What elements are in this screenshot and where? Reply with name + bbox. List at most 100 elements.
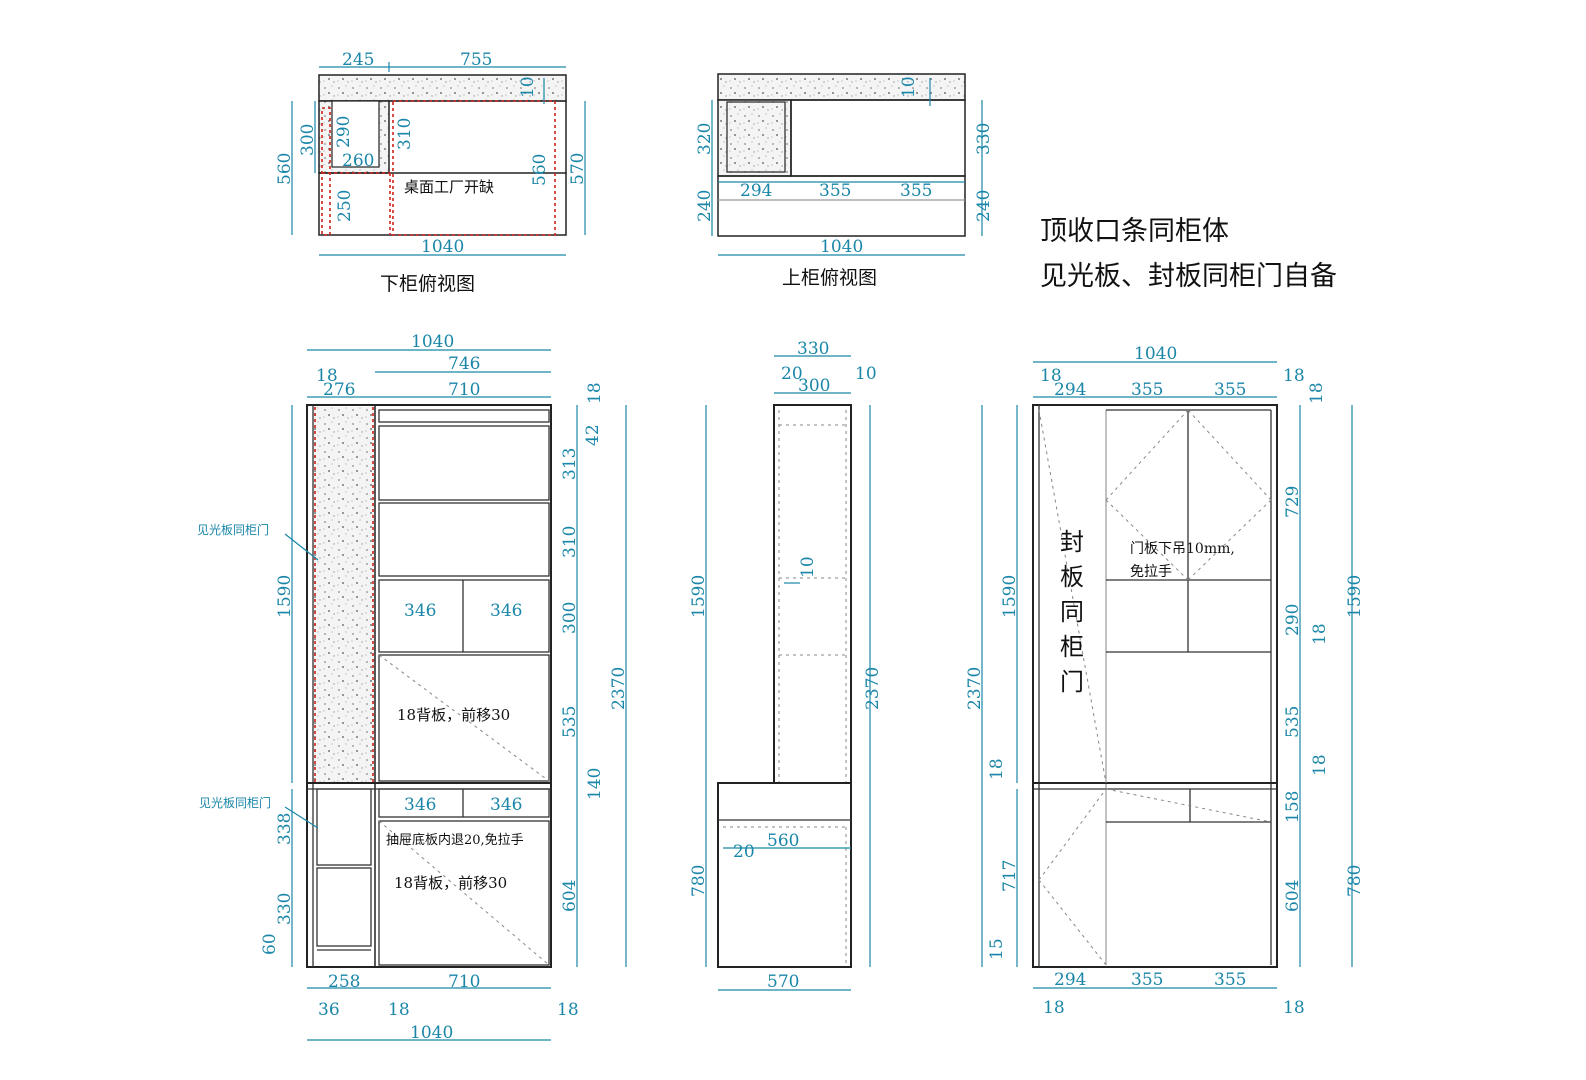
- fl-dim-60: 60: [260, 933, 280, 955]
- fr-door-note-1: 门板下吊10mm,: [1130, 541, 1235, 557]
- lower-plan-dim-570: 570: [568, 153, 588, 185]
- fr-dim-1040: 1040: [1134, 344, 1177, 364]
- upper-plan-dim-240-right: 240: [974, 190, 994, 222]
- upper-plan-dim-240-left: 240: [695, 190, 715, 222]
- upper-plan-dim-1040: 1040: [820, 237, 863, 257]
- fr-dim-158: 158: [1283, 791, 1303, 823]
- fl-dim-2370: 2370: [609, 667, 629, 710]
- fl-side-panel-label-2: 见光板同柜门: [199, 795, 271, 810]
- fl-dim-18-bottom-a: 18: [388, 1000, 410, 1020]
- side-elevation: 330 20 300 10 10 1590 780 2370 560 20 57…: [689, 339, 883, 992]
- upper-plan-dim-294: 294: [740, 181, 772, 201]
- upper-plan-dim-355a: 355: [819, 181, 851, 201]
- fr-dim-355a-top: 355: [1131, 380, 1163, 400]
- fl-dim-276: 276: [323, 380, 355, 400]
- front-elevation-left: 1040 746 18 276 710 18 42 313 310 300 53…: [197, 332, 629, 1043]
- lower-plan-dim-560-left: 560: [275, 153, 295, 185]
- upper-plan-title: 上柜俯视图: [782, 267, 877, 289]
- upper-plan-dim-320: 320: [695, 123, 715, 155]
- fl-dim-1590: 1590: [275, 575, 295, 618]
- lower-plan-dim-10: 10: [518, 76, 538, 98]
- fr-dim-535: 535: [1283, 706, 1303, 738]
- fr-dim-717: 717: [1000, 860, 1020, 892]
- fr-dim-18-right-a: 18: [1310, 623, 1330, 645]
- fr-seal-char-5: 门: [1060, 668, 1084, 696]
- fl-dim-346a: 346: [404, 601, 436, 621]
- fr-dim-290: 290: [1283, 604, 1303, 636]
- fl-dim-1040-bottom: 1040: [410, 1023, 453, 1043]
- fr-dim-604: 604: [1283, 880, 1303, 912]
- fl-dim-140: 140: [585, 768, 605, 800]
- note-second-line: 见光板、封板同柜门自备: [1040, 261, 1337, 292]
- upper-plan-dim-355b: 355: [900, 181, 932, 201]
- fr-dim-1590-right: 1590: [1345, 575, 1365, 618]
- fl-dim-346b: 346: [490, 601, 522, 621]
- fl-dim-300: 300: [560, 602, 580, 634]
- side-dim-20-lower: 20: [733, 842, 755, 862]
- fl-dim-42: 42: [583, 424, 603, 446]
- fl-dim-746: 746: [448, 354, 480, 374]
- lower-plan-dim-260: 260: [342, 151, 374, 171]
- upper-cabinet-plan: 10 320 240 330 240 294 355 355 1040 上柜俯视…: [695, 73, 994, 289]
- fr-dim-2370: 2370: [965, 667, 985, 710]
- fr-seal-char-3: 同: [1060, 598, 1084, 626]
- upper-plan-dim-330: 330: [974, 123, 994, 155]
- fr-seal-char-2: 板: [1060, 563, 1084, 591]
- fl-dim-710-bottom: 710: [448, 972, 480, 992]
- fr-dim-18-top-right: 18: [1283, 366, 1305, 386]
- fr-dim-18-top-side: 18: [1307, 382, 1327, 404]
- fr-dim-780: 780: [1345, 865, 1365, 897]
- side-dim-20: 20: [781, 364, 803, 384]
- lower-plan-title: 下柜俯视图: [380, 273, 475, 295]
- fl-dim-18-right: 18: [585, 382, 605, 404]
- fl-dim-338: 338: [275, 813, 295, 845]
- side-dim-330: 330: [797, 339, 829, 359]
- fl-dim-18-top: 18: [316, 366, 338, 386]
- fr-dim-355b-top: 355: [1214, 380, 1246, 400]
- fl-dim-310: 310: [560, 526, 580, 558]
- fl-dim-258: 258: [328, 972, 360, 992]
- fr-dim-15: 15: [987, 938, 1007, 960]
- side-dim-560: 560: [767, 831, 799, 851]
- fl-back-lower-label: 18背板，前移30: [394, 874, 507, 892]
- fl-dim-346d: 346: [490, 795, 522, 815]
- fl-dim-535: 535: [560, 706, 580, 738]
- fr-dim-355a-bottom: 355: [1131, 970, 1163, 990]
- note-top-line: 顶收口条同柜体: [1040, 216, 1229, 247]
- upper-plan-dim-10: 10: [899, 76, 919, 98]
- lower-plan-dim-560-right: 560: [530, 154, 550, 186]
- fl-dim-604: 604: [560, 880, 580, 912]
- side-dim-1590: 1590: [689, 575, 709, 618]
- front-elevation-right: 封 板 同 柜 门 门板下吊10mm, 免拉手 1040 18 294 355 …: [965, 344, 1365, 1018]
- fl-dim-330: 330: [275, 893, 295, 925]
- side-dim-780: 780: [689, 865, 709, 897]
- side-dim-570: 570: [767, 972, 799, 992]
- fr-dim-18-bottom-right: 18: [1283, 998, 1305, 1018]
- fr-dim-1590-left: 1590: [1000, 575, 1020, 618]
- fl-back-upper-label: 18背板，前移30: [397, 706, 510, 724]
- fr-seal-char-4: 柜: [1060, 633, 1084, 661]
- lower-plan-dim-290: 290: [334, 116, 354, 148]
- lower-plan-dim-755: 755: [460, 50, 492, 70]
- fr-dim-294-top: 294: [1054, 380, 1086, 400]
- fl-dim-36: 36: [318, 1000, 340, 1020]
- lower-cabinet-plan: 245 755 10 560 300 290 310 260 250 560 5…: [275, 50, 588, 295]
- lower-plan-dim-300: 300: [298, 124, 318, 156]
- side-dim-10-mid: 10: [798, 556, 818, 578]
- fr-dim-729: 729: [1283, 486, 1303, 518]
- fl-dim-346c: 346: [404, 795, 436, 815]
- side-dim-10-top: 10: [855, 364, 877, 384]
- side-dim-2370: 2370: [863, 667, 883, 710]
- fl-dim-18-bottom-b: 18: [557, 1000, 579, 1020]
- fl-dim-1040-top: 1040: [411, 332, 454, 352]
- fr-dim-18-top-left: 18: [1040, 366, 1062, 386]
- lower-plan-dim-250: 250: [335, 190, 355, 222]
- fr-dim-355b-bottom: 355: [1214, 970, 1246, 990]
- fl-drawer-note: 抽屉底板内退20,免拉手: [386, 832, 524, 848]
- fr-dim-18-right-b: 18: [1310, 754, 1330, 776]
- fl-side-panel-label-1: 见光板同柜门: [197, 522, 269, 537]
- fl-dim-313: 313: [560, 448, 580, 480]
- lower-plan-dim-310: 310: [395, 118, 415, 150]
- lower-plan-dim-1040: 1040: [421, 237, 464, 257]
